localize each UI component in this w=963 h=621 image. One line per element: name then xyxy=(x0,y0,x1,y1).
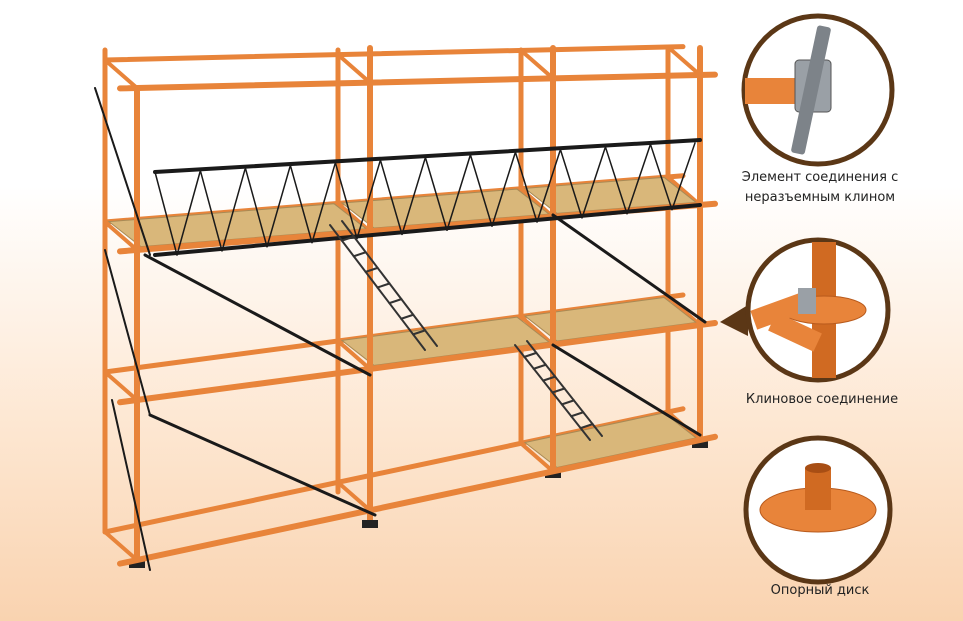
ladder-rung xyxy=(523,351,538,358)
back-ledger xyxy=(102,44,686,63)
ladder-rung xyxy=(388,298,403,305)
truss-web xyxy=(604,144,628,215)
side-brace xyxy=(111,399,151,571)
diagonal-brace xyxy=(551,343,702,437)
scaffold-back-frame xyxy=(102,44,702,562)
truss-web xyxy=(154,171,178,256)
callout-base-disk xyxy=(743,435,893,585)
base-plate xyxy=(129,560,145,568)
transom xyxy=(519,48,555,81)
ladder-rung xyxy=(400,313,415,320)
ladder-rung xyxy=(551,387,566,394)
transom xyxy=(336,201,372,234)
transom xyxy=(666,45,702,77)
truss-web xyxy=(469,152,493,227)
base-plate xyxy=(362,520,378,528)
transom xyxy=(103,530,139,562)
truss-web xyxy=(581,147,606,219)
truss-web xyxy=(401,158,426,236)
diagonal-brace xyxy=(143,253,372,377)
ladder-rung xyxy=(570,411,585,418)
truss-web xyxy=(311,163,336,244)
truss-web xyxy=(536,150,561,223)
truss-web xyxy=(199,168,223,252)
transom xyxy=(103,370,139,402)
scaffold-front-frame xyxy=(94,45,718,571)
callout-label-wedge-joint: Клиновое соединение xyxy=(745,392,899,407)
transom xyxy=(103,220,139,252)
truss-web xyxy=(649,142,673,211)
callout-label-base-disk: Опорный диск xyxy=(770,583,870,598)
front-ledger xyxy=(117,433,718,567)
truss-web xyxy=(266,165,291,248)
ladder-rung xyxy=(412,329,427,336)
ladder-rung xyxy=(340,235,355,242)
ladder-rung xyxy=(376,282,391,289)
truss-chord xyxy=(153,203,702,257)
base-plate xyxy=(692,440,708,448)
ladder-rung xyxy=(560,399,575,406)
truss-web xyxy=(334,160,358,240)
truss-web xyxy=(559,147,583,219)
side-brace xyxy=(104,249,151,416)
truss-web xyxy=(379,158,403,236)
callout-label-line2: неразъемным клином xyxy=(744,190,896,205)
transom xyxy=(336,338,372,371)
ladder-rung xyxy=(579,423,594,430)
front-ledger xyxy=(117,71,718,92)
side-brace xyxy=(94,87,151,256)
transom xyxy=(519,441,555,474)
transom xyxy=(519,186,555,219)
truss-web xyxy=(356,160,381,240)
truss-web xyxy=(626,144,651,215)
truss-web xyxy=(221,168,246,252)
diagonal-brace xyxy=(551,213,707,324)
transom xyxy=(666,175,702,207)
ladder-rung xyxy=(542,375,557,382)
callout-label-wedge-element: Элемент соединения с неразъемным клином xyxy=(720,168,920,208)
diagonal-brace xyxy=(148,413,377,517)
transom xyxy=(103,58,139,90)
truss-web xyxy=(446,155,471,231)
ladder-rung xyxy=(532,363,547,370)
truss-web xyxy=(671,142,696,211)
callout-wedge-element xyxy=(741,13,895,167)
callout-label-line1: Элемент соединения с xyxy=(741,170,899,185)
callout-wedge-joint xyxy=(720,237,891,383)
truss-chord xyxy=(153,138,702,174)
truss-web xyxy=(244,165,268,248)
transom xyxy=(519,314,555,347)
truss-web xyxy=(289,163,313,244)
front-ledger xyxy=(117,320,718,406)
truss-web xyxy=(514,150,538,223)
transom xyxy=(336,480,372,513)
ladder-rung xyxy=(352,251,367,258)
ladder-rung xyxy=(364,266,379,273)
truss-web xyxy=(424,155,448,231)
truss-web xyxy=(176,171,201,256)
truss-web xyxy=(491,152,516,227)
transom xyxy=(666,295,702,327)
transom xyxy=(336,52,372,85)
